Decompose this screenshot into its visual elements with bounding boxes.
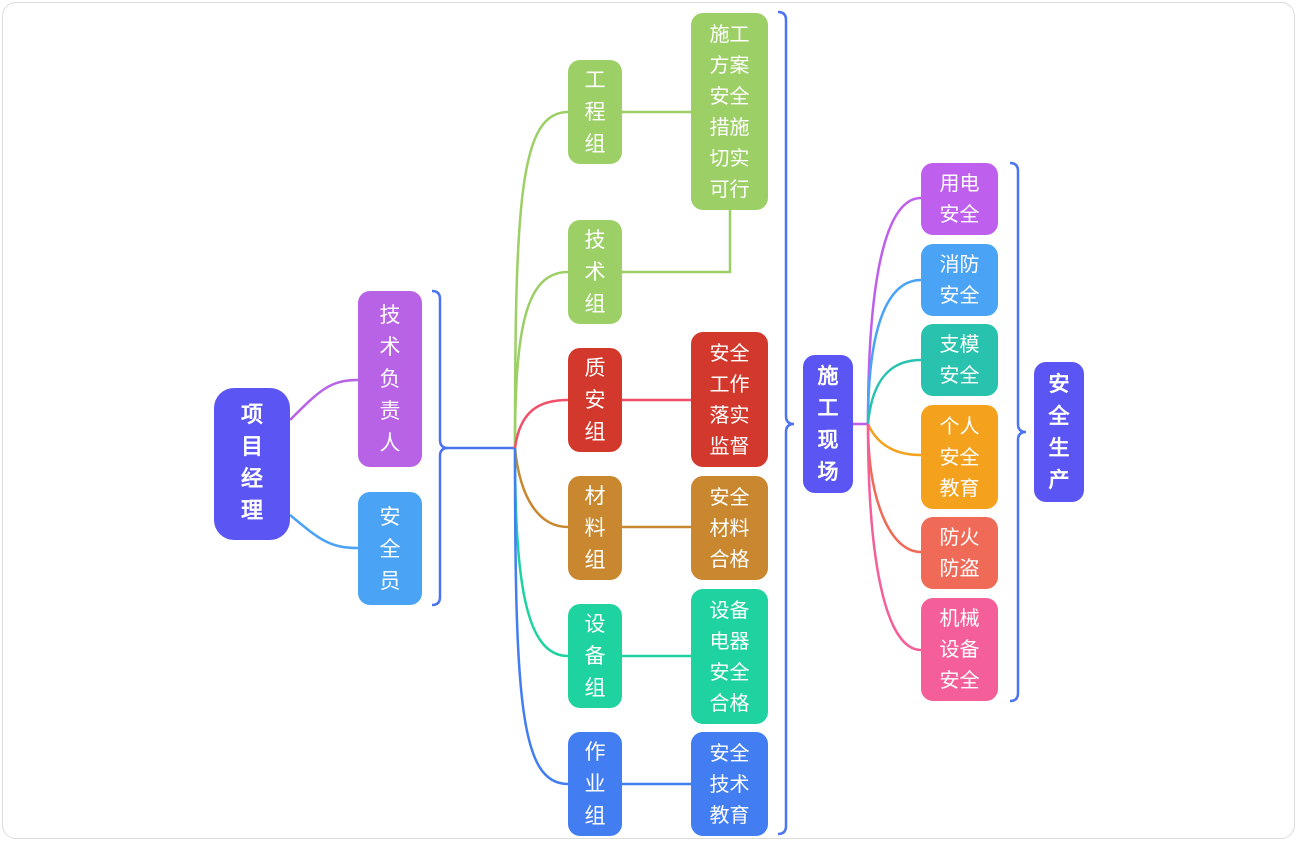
node-site-label: 施 工 现 场 [817, 364, 839, 484]
bracket-level3 [777, 10, 795, 836]
link-site-machine [866, 423, 922, 652]
node-electric-safety-label: 用电 安全 [939, 171, 980, 226]
link-site-personal [866, 423, 922, 457]
node-personal-edu[interactable]: 个人 安全 教育 [921, 405, 998, 509]
node-formwork-safety-label: 支模 安全 [939, 332, 980, 387]
node-safety-officer[interactable]: 安 全 员 [358, 492, 422, 605]
node-fire-safety-label: 消防 安全 [939, 252, 980, 307]
node-formwork-safety[interactable]: 支模 安全 [921, 324, 998, 396]
node-safe-production[interactable]: 安 全 生 产 [1034, 362, 1084, 502]
node-personal-edu-label: 个人 安全 教育 [939, 413, 980, 500]
node-material-group-label: 材 料 组 [584, 484, 606, 572]
node-machine-safety-label: 机械 设备 安全 [939, 606, 980, 692]
bracket-level2 [431, 289, 449, 607]
node-equipment-group-label: 设 备 组 [584, 612, 606, 700]
node-material-group[interactable]: 材 料 组 [568, 476, 622, 580]
node-tech-group-label: 技 术 组 [584, 228, 606, 316]
node-eng-group[interactable]: 工 程 组 [568, 60, 622, 164]
node-safety-officer-label: 安 全 员 [379, 504, 401, 593]
node-quality-group-label: 质 安 组 [584, 356, 606, 444]
link-hub-quality [513, 398, 569, 449]
link-tech-plan [622, 210, 732, 274]
node-equipment-ok-label: 设备 电器 安全 合格 [709, 597, 750, 715]
node-safe-production-label: 安 全 生 产 [1048, 372, 1070, 492]
link-hub-equipment [513, 447, 569, 658]
node-supervise[interactable]: 安全 工作 落实 监督 [691, 332, 768, 467]
link-hub-eng [513, 110, 569, 449]
node-machine-safety[interactable]: 机械 设备 安全 [921, 598, 998, 701]
node-project-manager-label: 项 目 经 理 [240, 403, 263, 524]
link-site-theft [866, 423, 922, 554]
link-root-techlead [289, 378, 359, 421]
link-site-fire [866, 278, 922, 425]
node-tech-edu-label: 安全 技术 教育 [709, 740, 750, 827]
link-hub-tech [513, 270, 569, 449]
node-work-group-label: 作 业 组 [584, 740, 606, 828]
link-root-safety [289, 514, 359, 550]
node-plan-safety-label: 施工 方案 安全 措施 切实 可行 [709, 21, 750, 201]
bracket-level4 [1009, 161, 1027, 703]
node-tech-edu[interactable]: 安全 技术 教育 [691, 732, 768, 836]
link-site-formwork [866, 358, 922, 425]
node-fire-theft-label: 防火 防盗 [939, 525, 980, 580]
node-tech-group[interactable]: 技 术 组 [568, 220, 622, 324]
node-eng-group-label: 工 程 组 [584, 68, 606, 156]
link-site-electric [853, 196, 922, 426]
node-equipment-group[interactable]: 设 备 组 [568, 604, 622, 708]
node-quality-group[interactable]: 质 安 组 [568, 348, 622, 452]
node-material-ok-label: 安全 材料 合格 [709, 484, 750, 571]
node-fire-theft[interactable]: 防火 防盗 [921, 517, 998, 589]
node-electric-safety[interactable]: 用电 安全 [921, 163, 998, 235]
node-equipment-ok[interactable]: 设备 电器 安全 合格 [691, 589, 768, 724]
node-material-ok[interactable]: 安全 材料 合格 [691, 476, 768, 580]
node-tech-lead[interactable]: 技 术 负 责 人 [358, 291, 422, 467]
node-tech-lead-label: 技 术 负 责 人 [379, 303, 401, 455]
node-project-manager[interactable]: 项 目 经 理 [214, 388, 290, 540]
link-hub-material [513, 447, 569, 529]
node-work-group[interactable]: 作 业 组 [568, 732, 622, 836]
node-site[interactable]: 施 工 现 场 [803, 355, 853, 493]
node-fire-safety[interactable]: 消防 安全 [921, 244, 998, 316]
link-hub-work [513, 447, 569, 786]
node-plan-safety[interactable]: 施工 方案 安全 措施 切实 可行 [691, 13, 768, 210]
node-supervise-label: 安全 工作 落实 监督 [709, 340, 750, 458]
